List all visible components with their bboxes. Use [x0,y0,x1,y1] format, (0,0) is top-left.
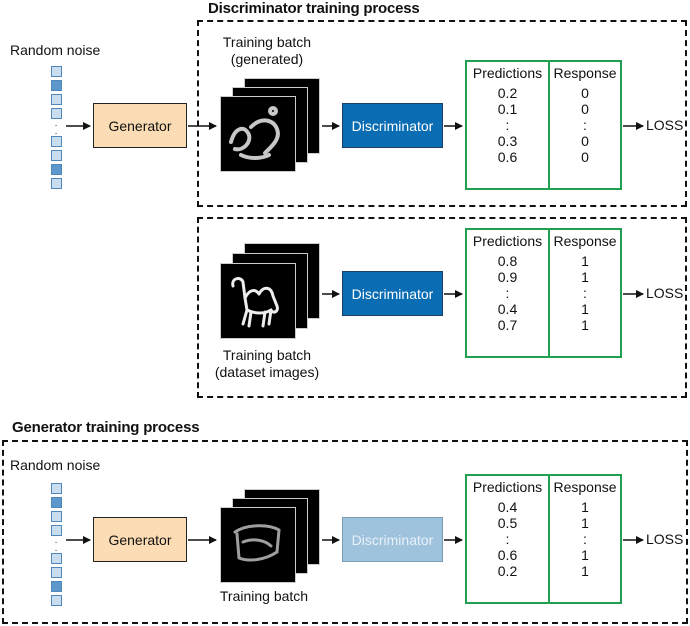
predictions-column: Predictions 0.4 0.5 : 0.6 0.2 [467,476,548,602]
fake-batch-panel [197,20,687,207]
response-cell: 0 [581,85,589,101]
response-ellipsis: : [583,117,587,133]
generated-batch-label: Training batch (generated) [212,34,322,68]
random-noise-label: Random noise [10,457,101,473]
prediction-ellipsis: : [505,531,510,547]
predictions-column: Predictions 0.2 0.1 : 0.3 0.6 [467,62,548,188]
loss-label-generator: LOSS [646,531,684,547]
prediction-cell: 0.6 [497,547,518,563]
generated-sample-drawing [229,106,280,160]
predictions-header: Predictions [472,65,543,81]
response-cell: 1 [581,317,589,333]
generated-batch-label-line2: (generated) [230,51,304,67]
response-header: Response [553,479,617,495]
prediction-ellipsis: : [505,117,510,133]
loss-label-real: LOSS [646,285,684,301]
real-sample-camel-drawing [231,277,279,328]
prediction-cell: 0.4 [497,499,518,515]
generator-training-panel [2,440,688,624]
real-image-front [220,263,296,339]
response-cell: 1 [581,253,589,269]
discriminator-box-fake: Discriminator [342,103,443,148]
response-cell: 1 [581,301,589,317]
generator-box: Generator [93,517,187,562]
response-header: Response [553,233,617,249]
response-cell: 1 [581,547,589,563]
real-results-table: Predictions 0.8 0.9 : 0.4 0.7 Response 1… [465,228,622,358]
response-ellipsis: : [583,531,587,547]
prediction-cell: 0.9 [497,269,518,285]
predictions-header: Predictions [472,479,543,495]
discriminator-label: Discriminator [351,531,434,548]
prediction-cell: 0.3 [497,133,518,149]
real-batch-label: Training batch (dataset images) [205,347,329,381]
noise-vector: ·· [51,483,62,609]
prediction-ellipsis: : [505,285,510,301]
response-cell: 1 [581,269,589,285]
response-cell: 0 [581,101,589,117]
response-column: Response 0 0 : 0 0 [548,62,620,188]
predictions-column: Predictions 0.8 0.9 : 0.4 0.7 [467,230,548,356]
generator-label: Generator [108,117,172,134]
loss-label-fake: LOSS [646,117,684,133]
generator-results-table: Predictions 0.4 0.5 : 0.6 0.2 Response 1… [465,474,622,604]
prediction-cell: 0.2 [497,85,518,101]
prediction-cell: 0.8 [497,253,518,269]
generator-label: Generator [108,531,172,548]
real-batch-panel [197,217,687,398]
response-ellipsis: : [583,285,587,301]
generator-box: Generator [93,103,187,148]
generator-sample-drawing [233,524,281,562]
response-cell: 0 [581,149,589,165]
discriminator-box-real: Discriminator [342,271,443,316]
prediction-cell: 0.1 [497,101,518,117]
discriminator-box-frozen: Discriminator [342,517,443,562]
response-header: Response [553,65,617,81]
prediction-cell: 0.2 [497,563,518,579]
generated-batch-label-line1: Training batch [222,34,312,50]
real-batch-label-line1: Training batch [222,347,312,363]
generated-image-front [220,96,296,172]
predictions-header: Predictions [472,233,543,249]
prediction-cell: 0.5 [497,515,518,531]
random-noise-label: Random noise [10,42,101,58]
prediction-cell: 0.7 [497,317,518,333]
discriminator-section-title: Discriminator training process [208,0,420,17]
generator-section-title: Generator training process [12,419,200,436]
discriminator-label: Discriminator [351,285,434,302]
response-column: Response 1 1 : 1 1 [548,476,620,602]
gen-image-front [220,507,296,583]
response-cell: 1 [581,515,589,531]
real-batch-label-line2: (dataset images) [214,364,320,380]
response-cell: 1 [581,499,589,515]
prediction-cell: 0.6 [497,149,518,165]
response-column: Response 1 1 : 1 1 [548,230,620,356]
response-cell: 0 [581,133,589,149]
discriminator-label: Discriminator [351,117,434,134]
gen-batch-label: Training batch [219,588,309,604]
fake-results-table: Predictions 0.2 0.1 : 0.3 0.6 Response 0… [465,60,622,190]
noise-vector: ·· [51,66,62,192]
prediction-cell: 0.4 [497,301,518,317]
response-cell: 1 [581,563,589,579]
